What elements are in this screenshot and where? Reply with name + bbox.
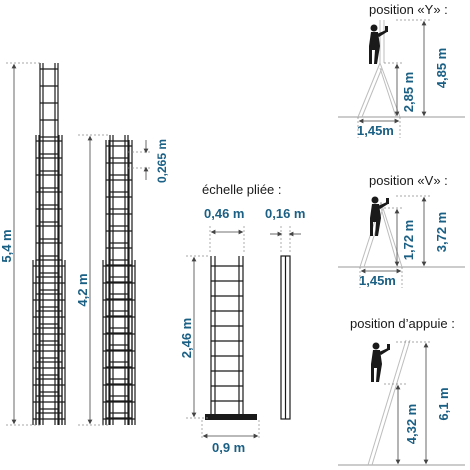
position-v-base-dimension: 1,45m [359, 267, 403, 288]
person-on-ladder-icon [369, 24, 388, 64]
folded-width-label: 0,46 m [204, 206, 244, 221]
position-y-height-dimension: 4,85 m [396, 19, 449, 117]
folded-ladder-side [280, 255, 291, 420]
rung-spacing-label: 0,265 m [155, 139, 169, 183]
folded-title: échelle pliée : [202, 182, 282, 197]
folded-depth-dimension: 0,16 m [265, 206, 305, 252]
position-v-inner-label: 1,72 m [401, 220, 416, 260]
stabilizer-width-label: 0,9 m [212, 440, 245, 455]
position-y-base-label: 1,45m [357, 123, 394, 138]
closed-height-dimension: 4,2 m [75, 134, 110, 426]
position-y-height-label: 4,85 m [434, 48, 449, 88]
position-lean-title: position d’appuie : [350, 316, 455, 331]
folded-ladder-front [205, 256, 257, 420]
person-on-ladder-icon [371, 342, 390, 382]
position-v-inner-dimension: 1,72 m [384, 207, 416, 267]
extended-ladder [32, 63, 66, 425]
stabilizer-bar [205, 414, 257, 420]
folded-height-dimension: 2,46 m [179, 255, 210, 419]
person-on-ladder-icon [370, 196, 389, 236]
rung-spacing-dimension: 0,265 m [128, 139, 169, 183]
position-v-title: position «V» : [369, 173, 448, 188]
full-height-label: 5,4 m [0, 229, 14, 262]
position-y-ladder [338, 20, 465, 118]
folded-height-label: 2,46 m [179, 318, 194, 358]
closed-height-label: 4,2 m [75, 273, 90, 306]
position-lean-height-label: 6,1 m [436, 387, 451, 420]
position-lean-ladder [338, 339, 465, 466]
stabilizer-width-dimension: 0,9 m [201, 420, 260, 455]
position-y-inner-dimension: 2,85 m [384, 62, 416, 117]
position-y-title: position «Y» : [369, 2, 448, 17]
position-y-inner-label: 2,85 m [401, 72, 416, 112]
position-lean-height-dimension: 6,1 m [396, 341, 451, 465]
folded-depth-label: 0,16 m [265, 206, 305, 221]
folded-width-dimension: 0,46 m [204, 206, 244, 252]
position-v-base-label: 1,45m [359, 273, 396, 288]
position-v-height-dimension: 3,72 m [396, 195, 449, 267]
position-lean-inner-label: 4,32 m [404, 404, 419, 444]
position-lean-inner-dimension: 4,32 m [384, 383, 419, 465]
closed-ladder [102, 135, 136, 425]
full-height-dimension: 5,4 m [0, 62, 40, 426]
position-v-height-label: 3,72 m [434, 212, 449, 252]
position-y-base-dimension: 1,45m [357, 117, 401, 138]
